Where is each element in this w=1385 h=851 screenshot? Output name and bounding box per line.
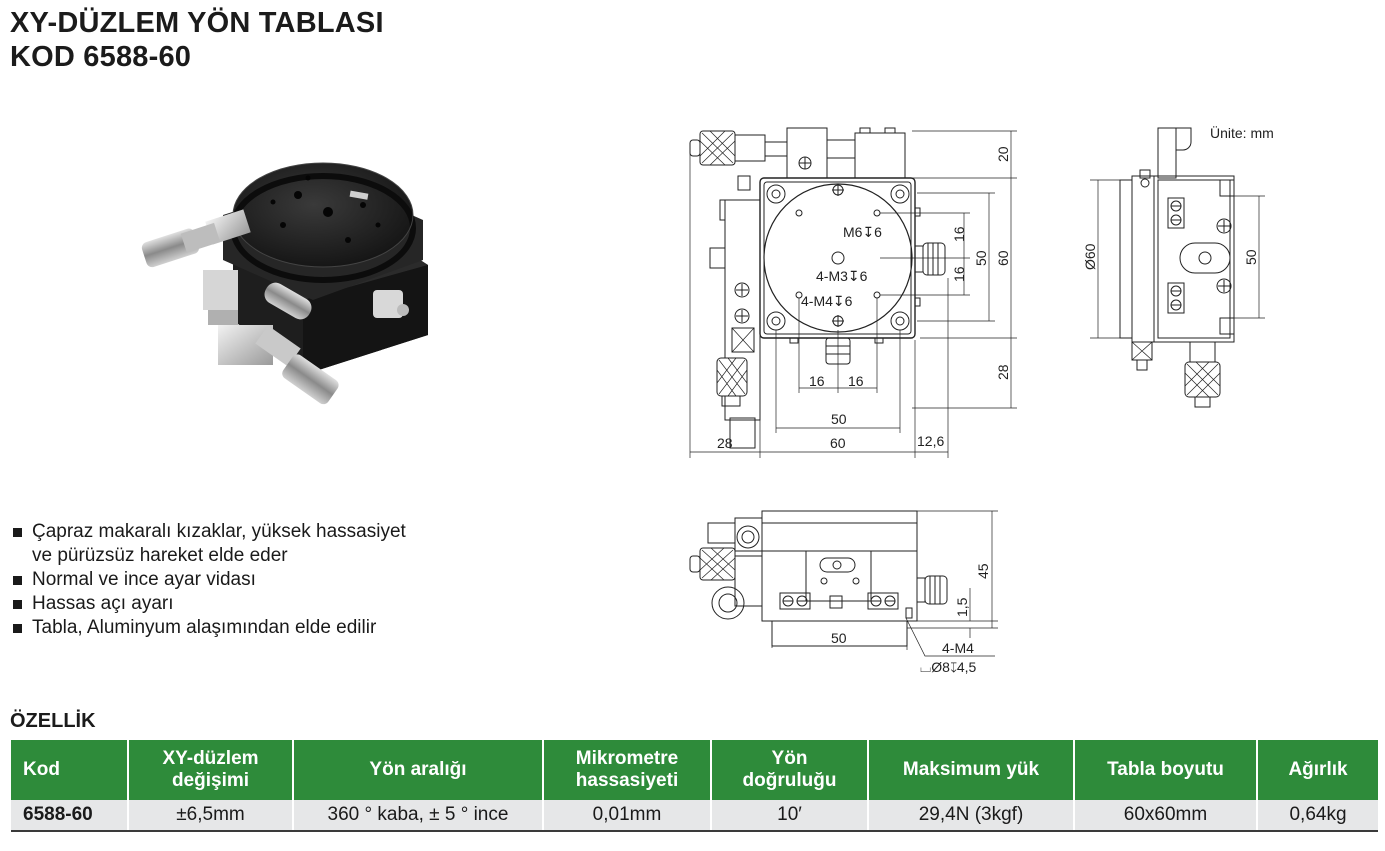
title-line-2: KOD 6588-60 (10, 41, 192, 73)
feature-item-continuation: ve pürüzsüz hareket elde eder (32, 545, 288, 566)
cell-maksimum-yuk: 29,4N (3kgf) (867, 800, 1074, 832)
technical-drawing: 20 16 16 50 60 28 16 16 50 28 60 12,6 M6… (689, 127, 1265, 675)
page-title: XY-DÜZLEM YÖN TABLASI KOD 6588-60 (10, 6, 384, 74)
product-photo (141, 162, 428, 405)
col-header-maksimum-yuk: Maksimum yük (867, 740, 1074, 800)
label-4-m4-front: 4-M4 (942, 640, 974, 656)
dim-20: 20 (995, 146, 1011, 162)
col-header-tabla-boyutu: Tabla boyutu (1073, 740, 1257, 800)
cell-tabla-boyutu: 60x60mm (1073, 800, 1257, 832)
label-4-m3: 4-M3↧6 (816, 268, 868, 284)
col-header-yon-araligi: Yön aralığı (292, 740, 543, 800)
dim-28-vertical: 28 (995, 364, 1011, 380)
cell-yon-dogrulugu: 10′ (710, 800, 868, 832)
label-4-m4: 4-M4↧6 (801, 293, 853, 309)
feature-item: Hassas açı ayarı (12, 592, 406, 616)
dim-16-right: 16 (848, 373, 864, 389)
cell-kod: 6588-60 (11, 800, 128, 832)
dim-28-horizontal: 28 (717, 435, 733, 451)
dim-50-horizontal: 50 (831, 411, 847, 427)
dim-12-6: 12,6 (917, 433, 944, 449)
col-header-agirlik: Ağırlık (1256, 740, 1378, 800)
dim-16-lower: 16 (951, 266, 967, 282)
feature-item: Tabla, Aluminyum alaşımından elde edilir (12, 616, 406, 640)
spec-heading: ÖZELLİK (10, 710, 96, 732)
dim-1-5: 1,5 (954, 597, 970, 617)
feature-item: Normal ve ince ayar vidası (12, 568, 406, 592)
dim-50-front: 50 (831, 630, 847, 646)
cell-agirlik: 0,64kg (1256, 800, 1378, 832)
cell-mikrometre: 0,01mm (542, 800, 711, 832)
dim-50-side: 50 (1243, 249, 1259, 265)
title-line-1: XY-DÜZLEM YÖN TABLASI (10, 7, 384, 39)
units-label: Ünite: mm (1210, 125, 1274, 141)
dim-50-vertical: 50 (973, 250, 989, 266)
col-header-kod: Kod (11, 740, 128, 800)
feature-list: Çapraz makaralı kızaklar, yüksek hassasi… (12, 520, 406, 640)
dim-60-vertical: 60 (995, 250, 1011, 266)
dim-60-horizontal: 60 (830, 435, 846, 451)
dim-16-upper: 16 (951, 226, 967, 242)
label-m6: M6↧6 (843, 224, 882, 240)
table-row: 6588-60 ±6,5mm 360 ° kaba, ± 5 ° ince 0,… (11, 800, 1378, 832)
dim-16-left: 16 (809, 373, 825, 389)
cell-xy: ±6,5mm (127, 800, 293, 832)
dim-45: 45 (975, 563, 991, 579)
feature-item: Çapraz makaralı kızaklar, yüksek hassasi… (12, 520, 406, 544)
cell-yon-araligi: 360 ° kaba, ± 5 ° ince (292, 800, 543, 832)
dim-phi-60: Ø60 (1082, 243, 1098, 270)
label-counterbore: ⌴Ø8↧4,5 (920, 659, 977, 675)
